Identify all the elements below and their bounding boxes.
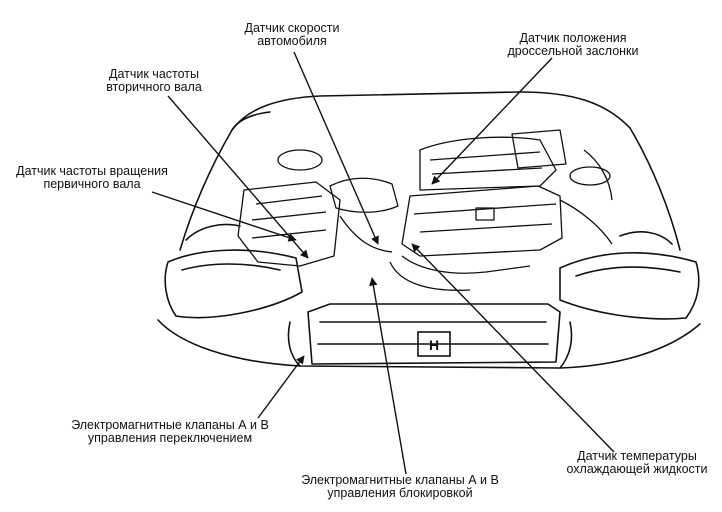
left-headlight: [164, 249, 303, 319]
right-headlight: [559, 252, 700, 320]
leader-coolant-temp: [411, 243, 615, 453]
label-lockup-solenoids: Электромагнитные клапаны А и В управлени…: [301, 473, 499, 500]
right-fender: [629, 127, 681, 251]
label-coolant-temp-sensor: Датчик температуры охлаждающей жидкости: [566, 449, 708, 476]
svg-text:H: H: [429, 337, 439, 353]
radiator-panel: [307, 303, 561, 365]
label-throttle-position-sensor: Датчик положения дроссельной заслонки: [507, 31, 639, 58]
leader-shift-solenoids: [257, 355, 305, 419]
label-countershaft-speed-sensor: Датчик частоты вторичного вала: [106, 67, 202, 94]
leader-vehicle-speed: [293, 51, 379, 245]
left-fender: [179, 129, 233, 251]
label-vehicle-speed-sensor: Датчик скорости автомобиля: [244, 21, 340, 48]
label-mainshaft-speed-sensor: Датчик частоты вращения первичного вала: [16, 164, 168, 191]
hood-outline: [231, 91, 631, 131]
leader-lockup-solenoids: [369, 277, 407, 475]
label-shift-solenoids: Электромагнитные клапаны А и В управлени…: [71, 418, 269, 445]
transmission-housing: [237, 181, 341, 267]
leader-throttle: [431, 57, 553, 185]
grille-badge: H: [417, 331, 451, 357]
front-bumper: [157, 319, 701, 369]
valve-cover: [401, 185, 563, 257]
leader-mainshaft: [151, 191, 297, 242]
leader-countershaft: [167, 95, 309, 259]
